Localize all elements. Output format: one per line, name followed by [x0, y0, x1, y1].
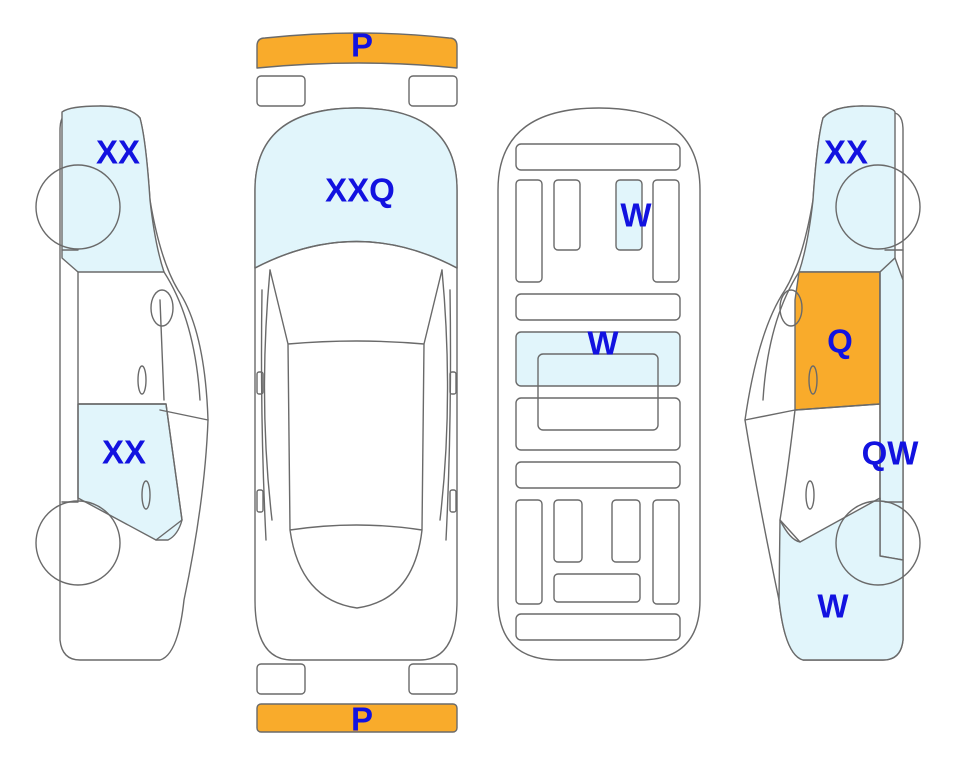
left-rear-door-label: XX [102, 434, 146, 471]
rear-right-seat-side [652, 499, 680, 605]
rear-seat-left [553, 499, 583, 563]
rear-right-taillight [408, 663, 458, 695]
right-mirror-icon [779, 289, 803, 327]
right-rear-fender-label: XX [824, 134, 868, 171]
right-rear-door-panel[interactable] [879, 257, 904, 561]
front-left-seat-side [515, 179, 543, 283]
rear-seat-right [611, 499, 641, 563]
left-front-handle-icon [137, 365, 147, 395]
interior-view: W W [497, 107, 701, 661]
right-rear-handle-icon [805, 480, 815, 510]
left-front-wheel-icon [35, 164, 121, 250]
center-bar-upper [515, 293, 681, 321]
interior-outline [497, 107, 701, 661]
right-rear-door-label: QW [862, 435, 920, 472]
interior-center-panel[interactable] [515, 331, 681, 387]
front-left-seat [553, 179, 581, 251]
center-console [537, 353, 659, 431]
interior-center-label: W [587, 325, 619, 362]
front-bumper-panel[interactable] [256, 32, 458, 69]
rear-bar [515, 461, 681, 489]
right-door-lines [744, 249, 904, 543]
interior-front-seat-label: W [620, 197, 652, 234]
rear-bumper-panel[interactable] [256, 703, 458, 733]
front-right-seat-panel[interactable] [615, 179, 643, 251]
front-bumper-label: P [351, 27, 373, 64]
left-front-fender-panel[interactable] [61, 105, 165, 273]
center-bar-lower [515, 397, 681, 451]
left-rear-door-panel[interactable] [77, 403, 183, 541]
right-rear-wheel-icon [835, 164, 921, 250]
trunk-bar [515, 613, 681, 641]
front-right-headlight [408, 75, 458, 107]
hood-label: XXQ [325, 172, 395, 209]
top-left-mirror [256, 371, 264, 395]
side-glass-lines [260, 269, 452, 541]
left-side-view: XX XX [35, 105, 209, 661]
right-side-view: XX Q QW W [744, 105, 921, 661]
left-front-fender-label: XX [96, 134, 140, 171]
top-right-mirror [449, 371, 457, 395]
right-front-wheel-icon [835, 500, 921, 586]
right-rear-fender-panel[interactable] [798, 105, 896, 273]
windshield-lines [254, 240, 458, 609]
top-right-rear-handle [449, 489, 457, 513]
rear-left-seat-side [515, 499, 543, 605]
dashboard [515, 143, 681, 171]
front-left-headlight [256, 75, 306, 107]
left-rear-wheel-icon [35, 500, 121, 586]
top-view: P XXQ P [254, 27, 458, 738]
front-right-seat-side [652, 179, 680, 283]
rear-left-taillight [256, 663, 306, 695]
right-front-fender-panel[interactable] [778, 497, 904, 661]
rear-bumper-label: P [351, 701, 373, 738]
right-front-fender-label: W [817, 588, 849, 625]
top-left-rear-handle [256, 489, 264, 513]
rear-seat-bench [553, 573, 641, 603]
right-front-door-label: Q [827, 323, 853, 360]
left-rear-handle-icon [141, 480, 151, 510]
right-front-handle-icon [808, 365, 818, 395]
left-mirror-icon [150, 289, 174, 327]
